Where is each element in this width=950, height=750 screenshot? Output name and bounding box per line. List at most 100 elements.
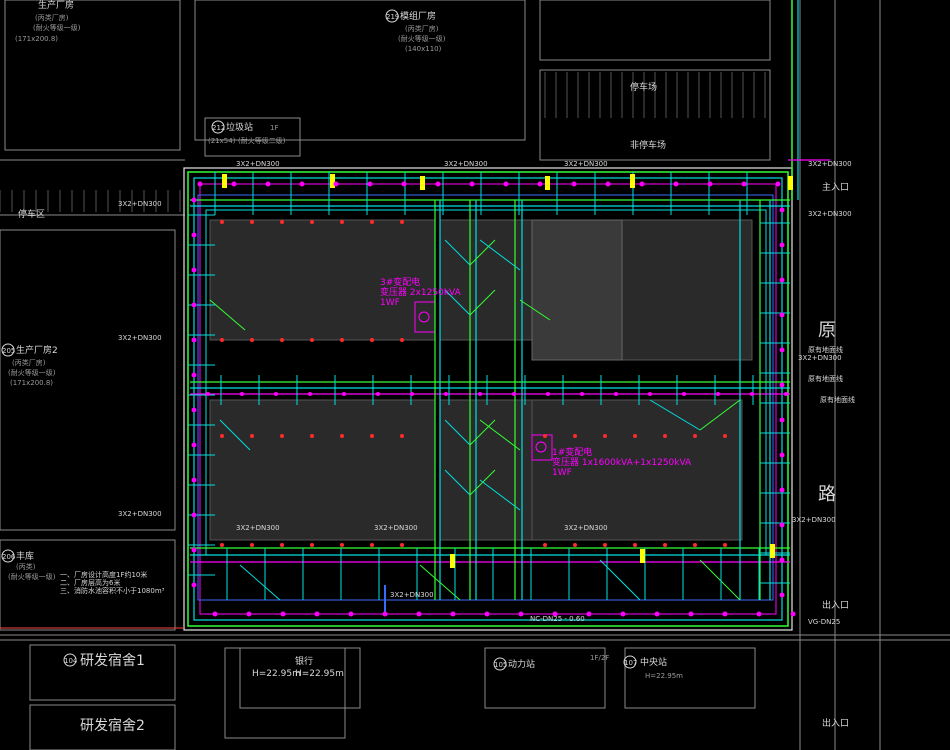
power-floors: 1F/2F xyxy=(590,654,609,662)
pipe-node xyxy=(693,543,697,547)
pipe-junction xyxy=(580,392,584,396)
garbage-size: (21x54) xyxy=(208,137,236,145)
pipe-network xyxy=(0,0,830,631)
pipe-label-south-mid: 3X2+DN300 xyxy=(390,591,434,599)
pipe-branch xyxy=(519,299,551,321)
pipe-junction xyxy=(191,337,197,343)
site-boundary xyxy=(183,167,793,631)
pipe-node xyxy=(340,338,344,342)
pipe-node xyxy=(603,543,607,547)
valve-marker xyxy=(330,174,335,188)
pipe-junction xyxy=(191,582,197,588)
plant-hatch-block xyxy=(531,399,743,541)
dorm2-name: 研发宿舍2 xyxy=(80,717,145,734)
west-building-sub: (丙类厂房) xyxy=(12,358,46,367)
power-station-outline xyxy=(484,647,606,709)
pipe-junction xyxy=(779,557,785,563)
transformer-south-box xyxy=(531,434,553,461)
pipe-node xyxy=(723,543,727,547)
north-building-name: 模组厂房 xyxy=(400,10,436,22)
pipe-branch xyxy=(479,239,521,271)
note-line-3: 三、消防水池容积不小于1080m³ xyxy=(60,586,165,595)
pipe-node xyxy=(280,543,284,547)
pipe-branch xyxy=(419,564,461,601)
pipe-junction xyxy=(756,611,762,617)
transformer-south-symbol xyxy=(535,441,547,453)
valve-marker xyxy=(450,554,455,568)
pipe-node xyxy=(663,543,667,547)
west-building-number: 205 xyxy=(2,347,15,355)
pipe-junction xyxy=(518,611,524,617)
pipe-junction xyxy=(779,452,785,458)
pipe-label-north-1: 3X2+DN300 xyxy=(236,160,280,168)
pipe-node xyxy=(400,434,404,438)
pipe-junction xyxy=(571,181,577,187)
pipe-junction xyxy=(648,392,652,396)
pipe-node xyxy=(340,434,344,438)
building-number-circle xyxy=(1,549,15,563)
pipe-junction xyxy=(750,392,754,396)
gate-e-label: 出入口 xyxy=(822,599,849,611)
east-ground-label-2: 原有地面线 xyxy=(808,374,843,383)
pipe-junction xyxy=(435,181,441,187)
parking-outline-north xyxy=(539,69,771,161)
pipe-junction xyxy=(775,181,781,187)
north-west-building-name: 生产厂房 xyxy=(38,0,74,11)
pipe-label-east-2: 3X2+DN300 xyxy=(798,354,842,362)
pipe-node xyxy=(573,434,577,438)
pipe-node xyxy=(633,434,637,438)
gate-se-label: 出入口 xyxy=(822,717,849,729)
pipe-junction xyxy=(673,181,679,187)
building-number-circle xyxy=(385,9,399,23)
pipe-node xyxy=(400,543,404,547)
pipe-junction xyxy=(779,487,785,493)
pipe-label-east-3: 3X2+DN300 xyxy=(792,516,836,524)
north-west-building-size: (171x200.8) xyxy=(15,35,58,43)
pipe-node xyxy=(220,338,224,342)
parking-stripes xyxy=(0,72,766,212)
pipe-junction xyxy=(348,611,354,617)
building-outline-west xyxy=(0,229,176,531)
pipe-label-west-1: 3X2+DN300 xyxy=(118,200,162,208)
warehouse-outline-west xyxy=(0,539,176,631)
pipe-node xyxy=(310,543,314,547)
dorm1-name: 研发宿舍1 xyxy=(80,652,145,669)
pipe-junction xyxy=(191,197,197,203)
pipe-junction xyxy=(231,181,237,187)
pipe-node xyxy=(633,543,637,547)
pipe-junction xyxy=(779,312,785,318)
pipe-branch xyxy=(649,399,701,431)
pipe-junction xyxy=(654,611,660,617)
building-outline-north-center xyxy=(194,0,526,141)
warehouse-name: 丰库 xyxy=(16,550,34,562)
pipe-node xyxy=(543,543,547,547)
pipe-junction xyxy=(333,181,339,187)
gate-ne-label: 主入口 xyxy=(822,181,849,193)
pipe-node xyxy=(220,220,224,224)
pipe-junction xyxy=(716,392,720,396)
pipe-junction xyxy=(722,611,728,617)
pipe-junction xyxy=(401,181,407,187)
pipe-junction xyxy=(191,267,197,273)
warehouse-number: 206 xyxy=(2,553,16,561)
west-building-name: 生产厂房2 xyxy=(16,344,58,356)
garbage-station-outline xyxy=(204,117,301,157)
pipe-label-southeast: VG-DN25 xyxy=(808,618,840,626)
pipe-label-west-3: 3X2+DN300 xyxy=(118,510,162,518)
transformer-south-line2: 变压器 1x1600kVA+1x1250kVA xyxy=(552,456,692,468)
transformer-south-line3: 1WF xyxy=(552,468,572,478)
pipe-branch xyxy=(479,419,521,451)
note-line-1: 一、厂房设计高度1F约10米 xyxy=(60,570,147,579)
pipe-junction xyxy=(688,611,694,617)
warehouse-rating: (耐火等级一级) xyxy=(8,572,56,581)
west-building-rating: (耐火等级一级) xyxy=(8,368,56,377)
pipe-junction xyxy=(280,611,286,617)
pipe-junction xyxy=(779,347,785,353)
dorm-outline-1 xyxy=(29,644,176,701)
bank-name: 银行 xyxy=(295,655,313,667)
pipe-node xyxy=(723,434,727,438)
pipe-junction xyxy=(444,392,448,396)
building-number-circle xyxy=(623,655,637,669)
pipe-node xyxy=(220,543,224,547)
